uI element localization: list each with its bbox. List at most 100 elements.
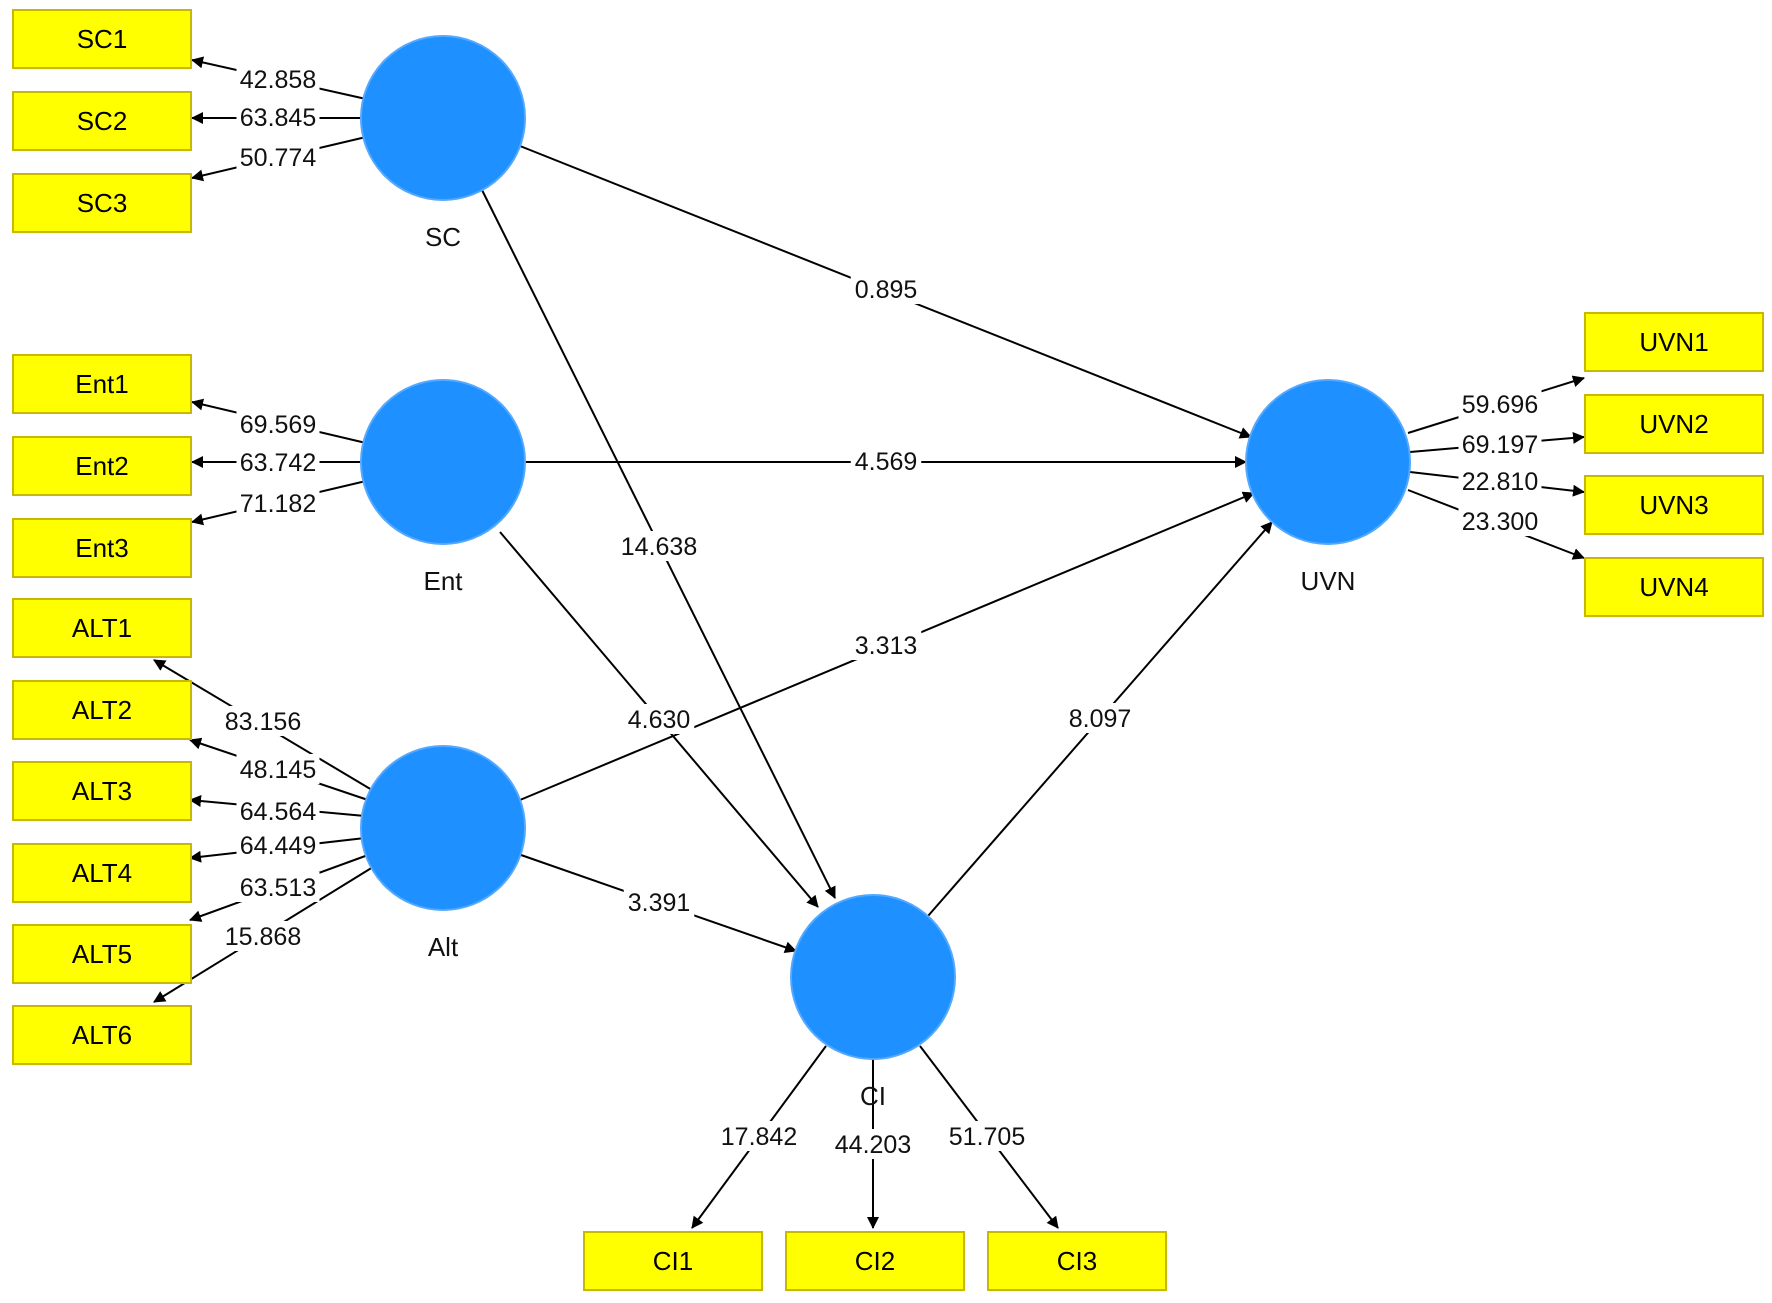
indicator-uvn3[interactable] (1584, 475, 1764, 535)
loading-value-sc2: 63.845 (240, 104, 316, 132)
path-coefficient-alt-uvn: 3.313 (855, 632, 918, 660)
loading-value-sc2-bg (236, 102, 320, 132)
path-coefficient-ent-ci: 4.630 (628, 706, 691, 734)
loading-value-uvn3-bg (1458, 466, 1542, 496)
indicator-uvn1[interactable] (1584, 312, 1764, 372)
indicator-label-ent1: Ent1 (75, 369, 129, 399)
indicator-label-ci3: CI3 (1057, 1246, 1097, 1276)
loading-value-alt1-bg (221, 706, 305, 736)
loading-value-alt5: 63.513 (240, 874, 316, 902)
indicator-label-ent3: Ent3 (75, 533, 129, 563)
loading-value-ent3: 71.182 (240, 490, 316, 518)
loading-value-sc1: 42.858 (240, 66, 316, 94)
indicator-alt5[interactable] (12, 924, 192, 984)
loading-value-alt2: 48.145 (240, 756, 316, 784)
path-coefficient-sc-uvn-bg (850, 274, 922, 304)
loading-value-ci2: 44.203 (835, 1131, 911, 1159)
path-coefficient-ent-uvn: 4.569 (855, 448, 918, 476)
path-coefficient-alt-uvn-bg (850, 630, 922, 660)
construct-label-ci: CI (860, 1081, 886, 1111)
loading-value-ci2-bg (831, 1129, 915, 1159)
indicator-ent1[interactable] (12, 354, 192, 414)
construct-sc[interactable] (360, 35, 526, 201)
path-coefficient-alt-ci: 3.391 (628, 889, 691, 917)
indicator-sc2[interactable] (12, 91, 192, 151)
indicator-label-uvn3: UVN3 (1639, 490, 1708, 520)
loading-value-alt3-bg (236, 796, 320, 826)
indicator-alt1[interactable] (12, 598, 192, 658)
indicator-alt4[interactable] (12, 843, 192, 903)
construct-label-uvn: UVN (1301, 566, 1356, 596)
indicator-ci1[interactable] (583, 1231, 763, 1291)
indicator-label-ci2: CI2 (855, 1246, 895, 1276)
indicator-label-alt4: ALT4 (72, 858, 132, 888)
construct-ci[interactable] (790, 894, 956, 1060)
indicator-label-ent2: Ent2 (75, 451, 129, 481)
indicator-sc3[interactable] (12, 173, 192, 233)
indicator-ci2[interactable] (785, 1231, 965, 1291)
indicator-label-uvn4: UVN4 (1639, 572, 1708, 602)
indicator-sc1[interactable] (12, 9, 192, 69)
indicator-label-sc1: SC1 (77, 24, 128, 54)
loading-value-sc1-bg (236, 64, 320, 94)
construct-ent[interactable] (360, 379, 526, 545)
loading-value-alt1: 83.156 (225, 708, 301, 736)
indicator-label-alt2: ALT2 (72, 695, 132, 725)
loading-value-alt5-bg (236, 872, 320, 902)
loading-value-alt3: 64.564 (240, 798, 317, 826)
indicator-alt6[interactable] (12, 1005, 192, 1065)
construct-label-alt: Alt (428, 932, 459, 962)
path-coefficient-sc-uvn: 0.895 (855, 276, 918, 304)
construct-label-ent: Ent (423, 566, 463, 596)
loading-value-uvn4: 23.300 (1462, 508, 1538, 536)
construct-uvn[interactable] (1245, 379, 1411, 545)
loading-value-alt4: 64.449 (240, 832, 316, 860)
loading-value-uvn2: 69.197 (1462, 431, 1538, 459)
indicator-uvn2[interactable] (1584, 394, 1764, 454)
path-coefficient-ci-uvn: 8.097 (1069, 705, 1132, 733)
indicator-ent3[interactable] (12, 518, 192, 578)
indicator-alt3[interactable] (12, 761, 192, 821)
loading-value-ci1: 17.842 (721, 1123, 797, 1151)
coefficients-layer: 0.895 4.569 14.638 3.313 4.630 8.097 3.391 42.8… (221, 64, 1542, 1159)
path-coefficient-sc-ci-bg (617, 531, 701, 561)
loading-value-uvn2-bg (1458, 429, 1542, 459)
path-coefficient-alt-ci-bg (623, 887, 695, 917)
indicator-label-alt3: ALT3 (72, 776, 132, 806)
indicator-ent2[interactable] (12, 436, 192, 496)
loading-value-uvn1-bg (1458, 389, 1542, 419)
loading-value-ci3-bg (945, 1121, 1029, 1151)
indicator-label-sc3: SC3 (77, 188, 128, 218)
construct-alt[interactable] (360, 745, 526, 911)
loading-value-ent2-bg (236, 447, 320, 477)
loading-value-uvn4-bg (1458, 506, 1542, 536)
path-coefficient-ci-uvn-bg (1064, 703, 1136, 733)
loading-value-ci1-bg (717, 1121, 801, 1151)
loading-value-ent1-bg (236, 409, 320, 439)
indicator-label-ci1: CI1 (653, 1246, 693, 1276)
loading-value-alt6: 15.868 (225, 923, 301, 951)
indicator-label-sc2: SC2 (77, 106, 128, 136)
indicator-alt2[interactable] (12, 680, 192, 740)
nodes-layer: SC1SC2SC3Ent1Ent2Ent3ALT1ALT2ALT3ALT4ALT… (12, 9, 1764, 1291)
loading-value-sc3: 50.774 (240, 144, 317, 172)
indicator-label-uvn1: UVN1 (1639, 327, 1708, 357)
indicator-label-alt6: ALT6 (72, 1020, 132, 1050)
indicator-label-alt5: ALT5 (72, 939, 132, 969)
loading-value-alt4-bg (236, 830, 320, 860)
indicator-label-alt1: ALT1 (72, 613, 132, 643)
indicator-ci3[interactable] (987, 1231, 1167, 1291)
loading-value-ci3: 51.705 (949, 1123, 1025, 1151)
construct-label-sc: SC (425, 222, 461, 252)
indicator-label-uvn2: UVN2 (1639, 409, 1708, 439)
loading-value-ent2: 63.742 (240, 449, 316, 477)
path-coefficient-ent-uvn-bg (850, 446, 922, 476)
loading-value-alt6-bg (221, 921, 305, 951)
indicator-uvn4[interactable] (1584, 557, 1764, 617)
path-coefficient-sc-ci: 14.638 (621, 533, 697, 561)
loading-value-ent1: 69.569 (240, 411, 316, 439)
loading-value-uvn3: 22.810 (1462, 468, 1538, 496)
loading-value-alt2-bg (236, 754, 320, 784)
loading-value-ent3-bg (236, 488, 320, 518)
